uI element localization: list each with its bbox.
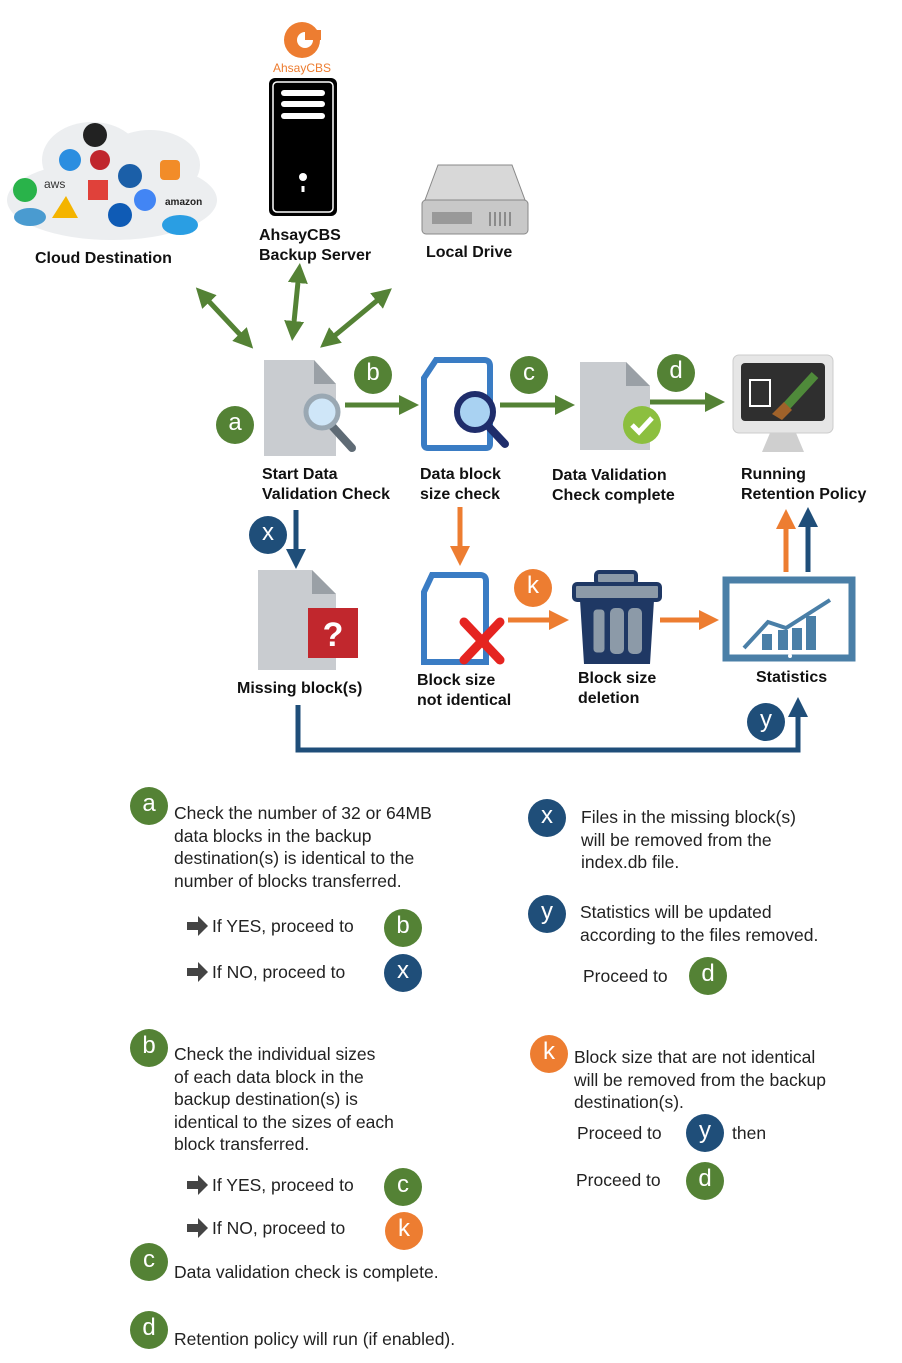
legend-x-text: Files in the missing block(s)will be rem… xyxy=(581,806,796,874)
trash-bin-icon xyxy=(572,570,662,664)
legend-badge-x: x xyxy=(528,799,566,837)
legend-badge-k: k xyxy=(385,1212,423,1250)
label-line: Data block xyxy=(420,466,501,483)
label-line: Start Data xyxy=(262,466,338,483)
svg-text:AhsayCBS: AhsayCBS xyxy=(273,61,331,75)
cloud-icon: aws amazon xyxy=(7,122,217,240)
hard-drive-icon xyxy=(421,164,529,235)
legend-k-then: then xyxy=(732,1123,767,1143)
badge-k: k xyxy=(514,569,552,607)
text-line: will be removed from the backup xyxy=(574,1069,826,1090)
legend-badge-b: b xyxy=(130,1029,168,1067)
text-line: Check the number of 32 or 64MB xyxy=(174,803,432,823)
legend-k-proceed-2: Proceed to xyxy=(576,1170,661,1190)
badge-x: x xyxy=(249,516,287,554)
monitor-retention-icon xyxy=(732,354,834,452)
label-line: Block size xyxy=(578,670,657,687)
svg-text:?: ? xyxy=(323,616,344,654)
text-line: identical to the sizes of each xyxy=(174,1111,394,1132)
text-line: Block size that are not identical xyxy=(574,1047,816,1067)
text-line: number of blocks transferred. xyxy=(174,870,402,891)
text-line: destination(s). xyxy=(574,1092,684,1112)
missing-blocks-label: Missing block(s) xyxy=(237,680,363,697)
document-error-icon xyxy=(421,572,505,665)
legend-d-text: Retention policy will run (if enabled). xyxy=(174,1329,456,1349)
text-line: backup destination(s) is xyxy=(174,1089,358,1109)
label-line: Block size xyxy=(417,672,496,689)
text-line: Statistics will be updated xyxy=(580,902,772,922)
blue-document-search-icon xyxy=(421,357,509,451)
legend-badge-x: x xyxy=(384,954,422,992)
text-line: according to the files removed. xyxy=(580,924,819,945)
label-line: Data Validation xyxy=(552,467,667,484)
text-line: will be removed from the xyxy=(581,829,772,850)
legend-badge-y: y xyxy=(686,1114,724,1152)
legend-badge-d: d xyxy=(689,957,727,995)
statistics-chart-icon xyxy=(722,576,856,662)
ahsaycbs-logo-icon: AhsayCBS xyxy=(273,22,331,75)
legend-arrow-icons xyxy=(187,916,208,1238)
legend-k-proceed-1: Proceed to xyxy=(577,1123,662,1143)
legend-a-no: If NO, proceed to xyxy=(212,962,346,982)
legend-a-yes: If YES, proceed to xyxy=(212,916,354,936)
badge-c: c xyxy=(510,356,548,394)
local-drive-label: Local Drive xyxy=(426,244,513,261)
label-line: Running xyxy=(741,466,806,483)
legend-b-no: If NO, proceed to xyxy=(212,1218,346,1238)
text-line: Check the individual sizes xyxy=(174,1044,376,1064)
missing-document-icon: ? xyxy=(258,570,358,670)
size-check-label: Data block size check xyxy=(420,465,501,505)
badge-d: d xyxy=(657,354,695,392)
badge-y: y xyxy=(747,703,785,741)
legend-badge-y: y xyxy=(528,895,566,933)
text-line: data blocks in the backup xyxy=(174,825,372,846)
text-line: destination(s) is identical to the xyxy=(174,848,415,868)
legend-badge-d: d xyxy=(686,1162,724,1200)
label-line: Check complete xyxy=(552,487,675,504)
label-line: Validation Check xyxy=(262,486,391,503)
server-label-line: Backup Server xyxy=(259,247,372,264)
server-icon xyxy=(269,78,337,216)
server-label: AhsayCBS Backup Server xyxy=(259,226,371,266)
badge-a: a xyxy=(216,406,254,444)
document-search-icon xyxy=(264,360,356,456)
legend-badge-c: c xyxy=(130,1243,168,1281)
deletion-label: Block size deletion xyxy=(578,669,656,709)
label-line: not identical xyxy=(417,692,512,709)
text-line: Files in the missing block(s) xyxy=(581,807,796,827)
badge-b: b xyxy=(354,356,392,394)
legend-badge-k: k xyxy=(530,1035,568,1073)
text-line: index.db file. xyxy=(581,852,680,872)
text-line: block transferred. xyxy=(174,1134,310,1154)
legend-c-text: Data validation check is complete. xyxy=(174,1262,439,1282)
flow-arrows xyxy=(286,507,818,753)
document-check-icon xyxy=(580,362,661,450)
legend-badge-a: a xyxy=(130,787,168,825)
not-identical-label: Block size not identical xyxy=(417,671,511,711)
svg-text:amazon: amazon xyxy=(165,197,202,208)
legend-badge-c: c xyxy=(384,1168,422,1206)
label-line: deletion xyxy=(578,690,640,707)
legend-b-yes: If YES, proceed to xyxy=(212,1175,354,1195)
legend-badge-d: d xyxy=(130,1311,168,1349)
statistics-label: Statistics xyxy=(756,669,828,686)
legend-badge-b: b xyxy=(384,909,422,947)
text-line: of each data block in the xyxy=(174,1066,364,1087)
label-line: Retention Policy xyxy=(741,486,867,503)
server-label-line: AhsayCBS xyxy=(259,227,341,244)
connection-arrows xyxy=(195,263,725,415)
cloud-destination-label: Cloud Destination xyxy=(35,250,172,267)
label-line: size check xyxy=(420,486,501,503)
legend-y-proceed: Proceed to xyxy=(583,966,668,986)
svg-text:aws: aws xyxy=(44,177,65,191)
